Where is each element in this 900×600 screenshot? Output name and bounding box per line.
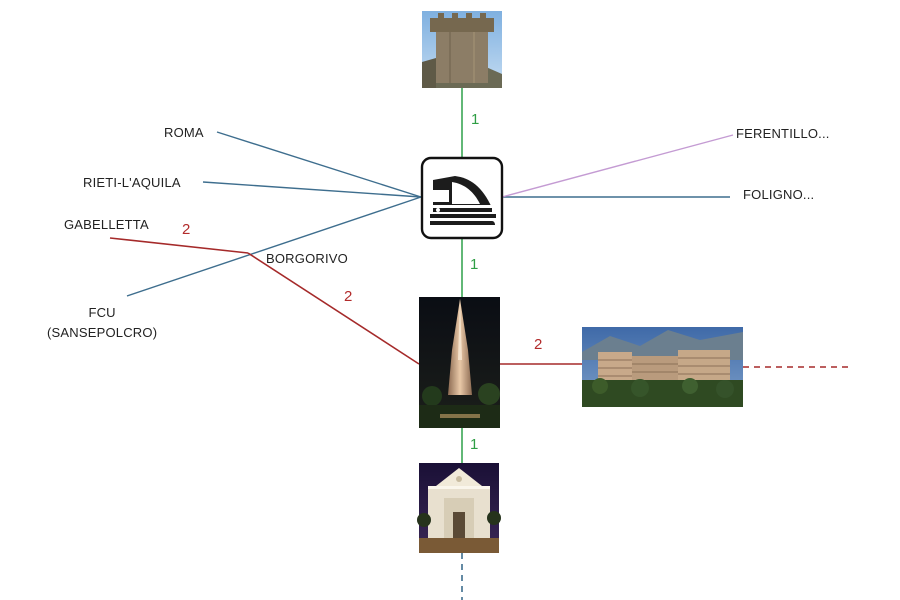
line2-borgorivo-obelisk [247,252,420,365]
destination-fcu: FCU (SANSEPOLCRO) [47,305,158,341]
line-number-1-tower: 1 [471,111,480,128]
line-number-2-gabelletta: 2 [182,221,191,238]
stop-borgorivo: BORGORIVO [266,251,348,266]
obelisk-photo [419,297,500,428]
line-number-1-obelisk: 1 [470,436,479,453]
rail-fcu [126,196,422,297]
rail-roma [216,131,422,198]
destination-ferentillo: FERENTILLO... [736,126,830,141]
destination-foligno: FOLIGNO... [743,187,815,202]
destination-roma: ROMA [164,125,204,140]
destination-gabelletta: GABELLETTA [64,217,149,232]
rail-rieti [202,181,422,198]
line-number-2-borgorivo: 2 [344,288,353,305]
line-number-2-obelisk: 2 [534,336,543,353]
line2-gabelletta [109,237,249,254]
train-station-icon [420,156,504,240]
tower-photo [422,11,502,88]
line-number-1-station: 1 [470,256,479,273]
church-photo [417,463,501,553]
hospital-photo [582,327,743,407]
destination-rieti: RIETI-L'AQUILA [83,175,181,190]
rail-ferentillo [501,134,734,198]
